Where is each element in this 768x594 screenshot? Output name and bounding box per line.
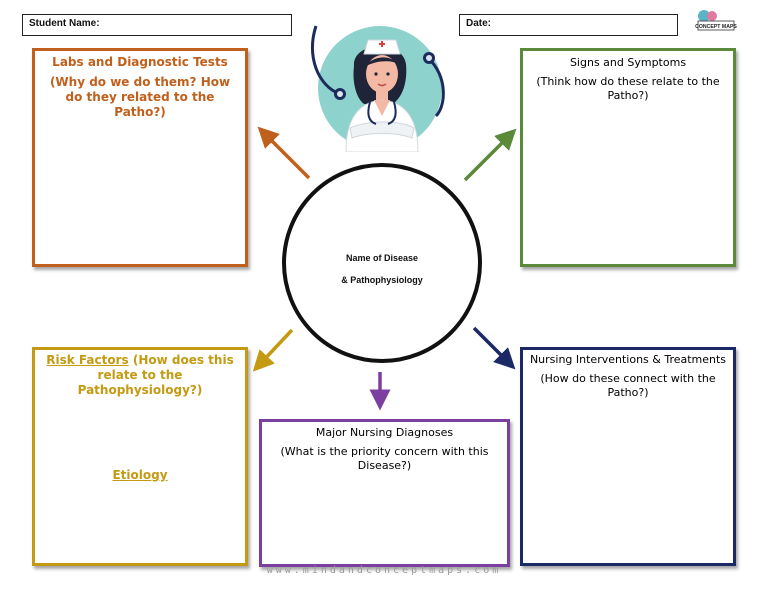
labs-subtitle: (Why do we do them? How do they related …: [49, 75, 231, 119]
risk-box[interactable]: Risk Factors (How does this relate to th…: [32, 347, 248, 566]
date-field[interactable]: Date:: [459, 14, 678, 36]
arrow-to-risk: [252, 328, 294, 372]
labs-title: Labs and Diagnostic Tests: [52, 55, 228, 69]
signs-box[interactable]: Signs and Symptoms (Think how do these r…: [520, 48, 736, 267]
diagnoses-title: Major Nursing Diagnoses: [315, 426, 454, 439]
signs-title: Signs and Symptoms: [569, 56, 687, 69]
disease-center-circle: Name of Disease & Pathophysiology: [282, 163, 482, 363]
signs-subtitle: (Think how do these relate to the Patho?…: [536, 75, 720, 102]
date-label: Date:: [466, 18, 492, 29]
risk-title-underlined: Risk Factors: [46, 353, 129, 367]
interventions-subtitle: (How do these connect with the Patho?): [540, 372, 716, 399]
arrow-to-interventions: [472, 326, 516, 370]
arrow-to-labs: [257, 126, 311, 180]
center-line-2: & Pathophysiology: [341, 275, 423, 285]
diagnoses-box[interactable]: Major Nursing Diagnoses (What is the pri…: [259, 419, 510, 567]
labs-box[interactable]: Labs and Diagnostic Tests (Why do we do …: [32, 48, 248, 267]
diagnoses-subtitle: (What is the priority concern with this …: [280, 445, 489, 472]
student-name-label: Student Name:: [29, 18, 100, 29]
student-name-field[interactable]: Student Name:: [22, 14, 292, 36]
risk-title: Risk Factors (How does this relate to th…: [35, 353, 245, 398]
footer-url: www.mindandconceptmaps.com: [266, 565, 502, 576]
arrow-to-signs: [463, 128, 517, 182]
interventions-title: Nursing Interventions & Treatments: [529, 353, 727, 366]
interventions-box[interactable]: Nursing Interventions & Treatments (How …: [520, 347, 736, 566]
etiology-label: Etiology: [112, 468, 168, 482]
logo-text: CONCEPT MAPS: [695, 24, 737, 30]
concept-maps-logo: CONCEPT MAPS: [695, 10, 737, 31]
nurse-illustration: [311, 25, 445, 152]
risk-title-rest: (How does this relate to the Pathophysio…: [77, 353, 234, 397]
center-line-1: Name of Disease: [345, 253, 419, 263]
